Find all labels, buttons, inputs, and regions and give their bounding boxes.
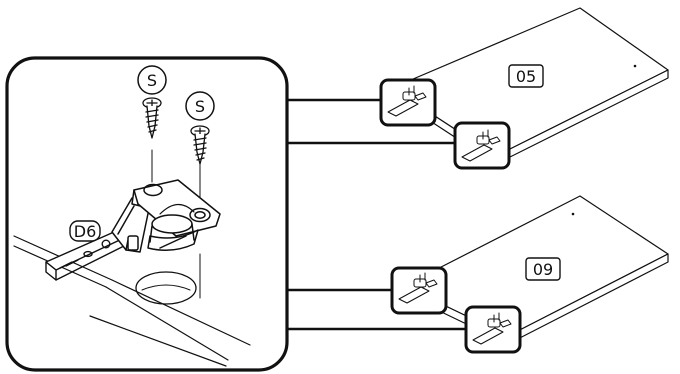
screw-label-right: S (195, 97, 205, 116)
hinge-icon (461, 129, 501, 162)
screw-label-left: S (147, 71, 157, 90)
callout-box-2 (453, 121, 511, 170)
screw-icon (190, 125, 210, 165)
callout-box-4 (464, 305, 522, 354)
panel-05-label: 05 (516, 67, 536, 86)
hinge-icon (472, 312, 512, 345)
callout-box-3 (390, 266, 448, 315)
hinge-cup (133, 179, 221, 251)
hinge-part-label: D6 (74, 222, 97, 241)
callout-lines (284, 98, 468, 331)
panel-09-label-box (525, 257, 561, 281)
callout-box-1 (379, 78, 437, 127)
hinge-icon (398, 272, 438, 304)
panel-05-label-box (508, 64, 544, 88)
hinge-part-label-box (69, 220, 101, 242)
drill-hole-icon (135, 271, 197, 305)
screw-callout-circle-left (137, 65, 167, 95)
panel-09-label: 09 (533, 260, 553, 279)
hinge-icon (387, 85, 427, 117)
screw-callout-circle-right (185, 91, 215, 121)
detail-box (5, 56, 289, 372)
screw-icon (142, 97, 162, 139)
